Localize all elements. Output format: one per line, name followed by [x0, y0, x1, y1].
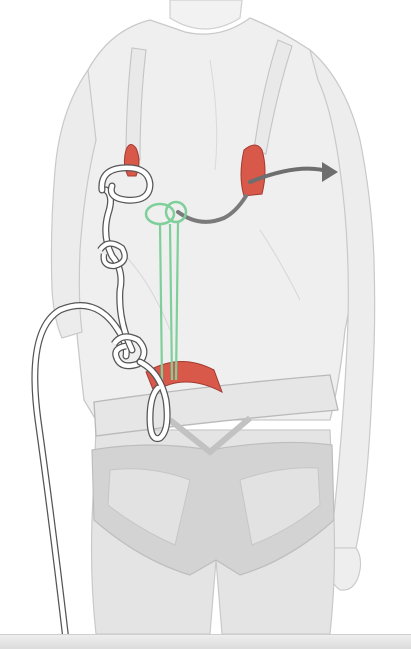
- climber-torso: [71, 18, 353, 420]
- climber-neck: [170, 0, 242, 29]
- tie-in-loop-chest-right: [241, 145, 265, 196]
- sit-harness: [92, 375, 338, 575]
- bottom-band: [0, 634, 411, 649]
